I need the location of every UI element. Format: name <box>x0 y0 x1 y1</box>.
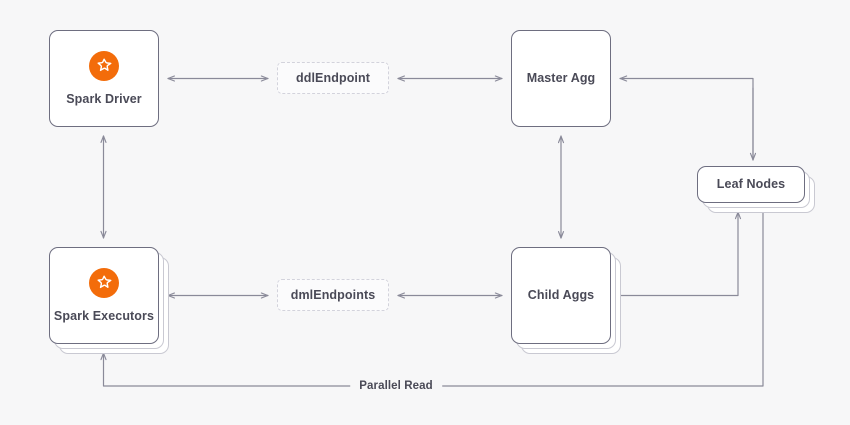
node-master-agg[interactable]: Master Agg <box>511 30 611 127</box>
node-label: Spark Driver <box>66 91 142 106</box>
endpoint-label: ddlEndpoint <box>296 71 370 85</box>
endpoint-label: dmlEndpoints <box>290 288 376 302</box>
node-leaf-nodes[interactable]: Leaf Nodes <box>697 166 805 203</box>
node-label: Master Agg <box>526 71 596 85</box>
spark-logo-icon <box>89 267 119 298</box>
node-child-aggs[interactable]: Child Aggs <box>511 247 611 344</box>
node-spark-executors[interactable]: Spark Executors <box>49 247 159 344</box>
node-label: Child Aggs <box>527 288 595 302</box>
edge-leaf-master <box>619 75 754 161</box>
edge-caption-parallel-read: Parallel Read <box>350 380 442 392</box>
node-label: Leaf Nodes <box>716 177 786 191</box>
edge-child-leaf <box>619 211 742 297</box>
node-spark-driver[interactable]: Spark Driver <box>49 30 159 127</box>
endpoint-ddl-endpoint[interactable]: ddlEndpoint <box>277 62 389 94</box>
edge-leaf-executors-parallel-read <box>100 211 764 387</box>
endpoint-dml-endpoints[interactable]: dmlEndpoints <box>277 279 389 311</box>
spark-logo-icon <box>89 50 119 81</box>
node-label: Spark Executors <box>53 308 155 323</box>
